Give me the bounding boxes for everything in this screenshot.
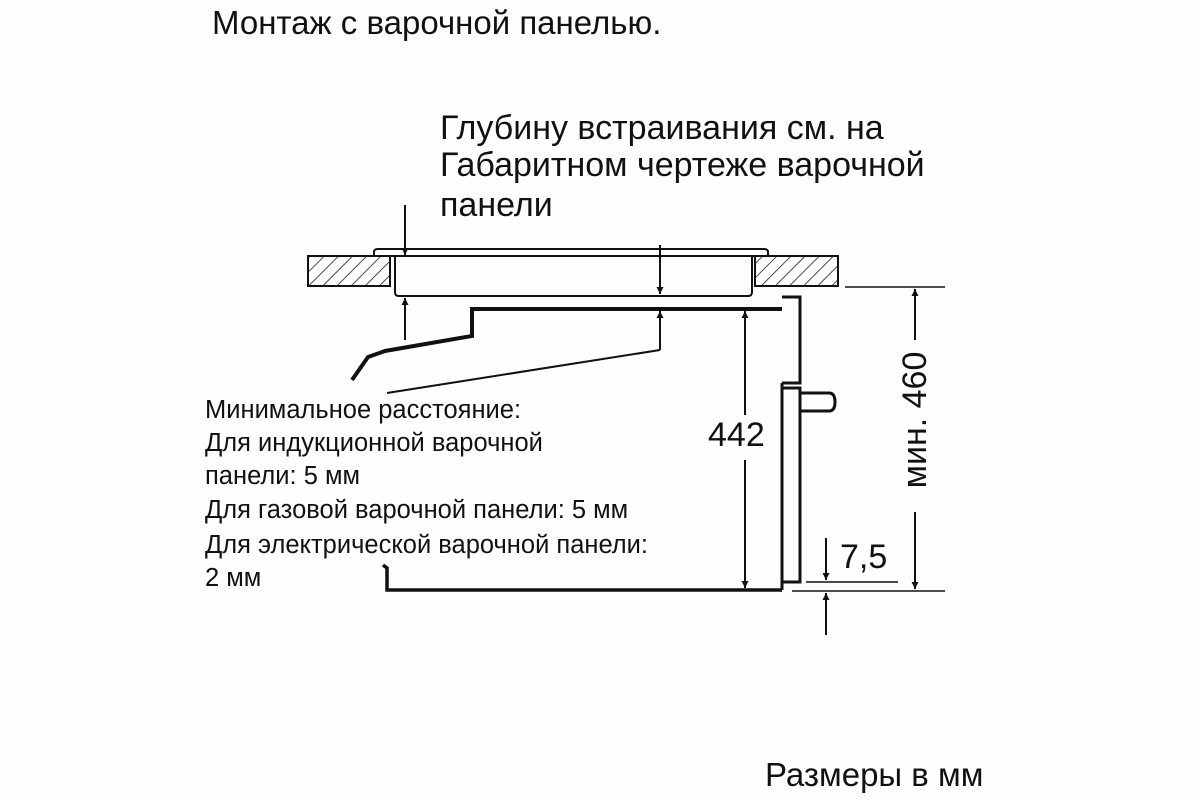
oven-bottom <box>381 563 782 592</box>
note-line-5: Для электрической варочной панели: <box>205 531 649 559</box>
note-line-6: 2 мм <box>205 564 262 592</box>
dimension-7-5: 7,5 <box>840 538 888 576</box>
oven-knob <box>800 391 837 413</box>
note-line-4: Для газовой варочной панели: 5 мм <box>205 496 629 524</box>
dimension-442: 442 <box>708 416 765 454</box>
callout-line-3: панели <box>440 186 553 224</box>
note-line-3: панели: 5 мм <box>205 462 361 490</box>
hob-top-plate <box>373 248 769 257</box>
oven-front-upper <box>782 295 802 385</box>
oven-top <box>350 307 782 382</box>
note-line-2: Для индукционной варочной <box>205 429 543 457</box>
countertop-right <box>754 255 839 287</box>
hob-body <box>394 256 753 297</box>
countertop-left <box>307 255 391 287</box>
note-line-1: Минимальное расстояние: <box>205 396 522 424</box>
callout-line-2: Габаритном чертеже варочной <box>440 146 925 184</box>
callout-line-1: Глубину встраивания см. на <box>440 109 884 147</box>
oven-front-door <box>780 383 802 590</box>
dimension-min-460: мин. 460 <box>896 351 934 489</box>
diagram-title: Монтаж с варочной панелью. <box>212 4 662 41</box>
units-label: Размеры в мм <box>765 756 984 793</box>
